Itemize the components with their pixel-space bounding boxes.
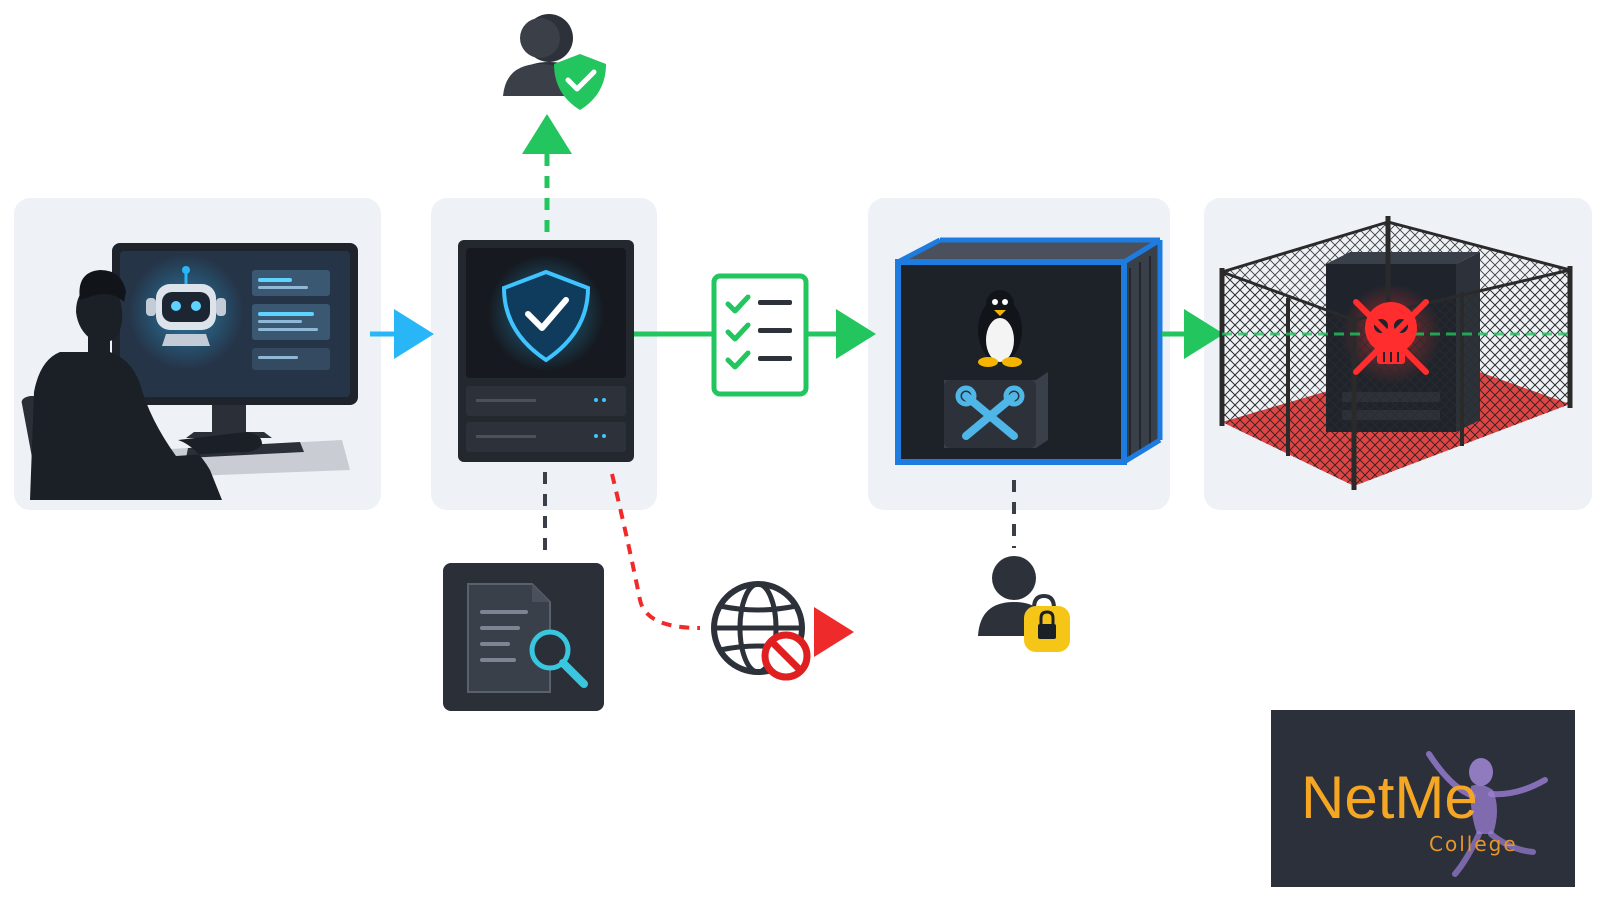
locked-user-icon [978,556,1070,652]
skull-icon [1353,299,1429,375]
container-sandbox-icon [895,237,1163,465]
document-search-icon [443,563,604,711]
linux-penguin-icon [978,290,1022,367]
tools-icon [944,372,1048,448]
ai-robot-icon [128,254,244,370]
blocked-internet-icon [711,581,811,681]
netme-college-logo: NetMe College [1271,710,1575,887]
checklist-icon [711,273,809,397]
logo-subtitle: College [1429,832,1518,856]
shield-check-server-icon [458,240,634,462]
logo-figure-icon [1426,751,1548,877]
logo-title: NetMe [1301,764,1478,831]
blocked-egress-line [610,473,701,630]
verified-user-icon [503,14,606,110]
